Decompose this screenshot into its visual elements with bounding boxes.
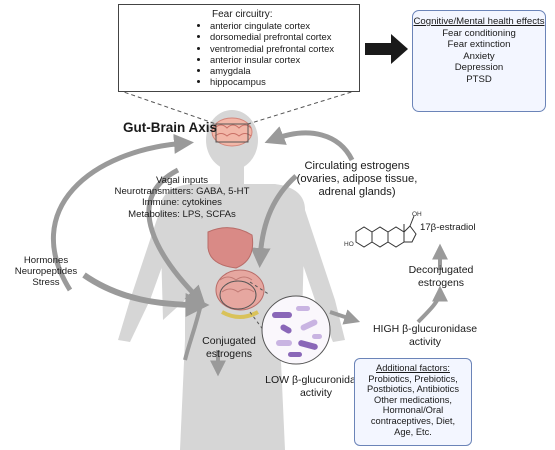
additional-factor-line: Postbiotics, Antibiotics [367, 384, 459, 395]
fear-circuitry-title: Fear circuitry: [212, 9, 273, 20]
gut-organs [207, 227, 265, 319]
fear-circuitry-list: anterior cingulate cortex dorsomedial pr… [196, 20, 334, 88]
arrow-hormones-to-gut [82, 272, 210, 317]
cognitive-effect-item: Depression [454, 62, 504, 73]
vagal-line: Metabolites: LPS, SCFAs [128, 208, 236, 220]
microbiome-circle [261, 295, 331, 365]
arrow-microbe-to-high [329, 309, 361, 325]
vagal-inputs-text: Vagal inputs Neurotransmitters: GABA, 5-… [102, 175, 262, 220]
microbe-zoom-line-bottom [249, 311, 279, 351]
arrow-circulating-to-brain [264, 126, 355, 162]
circulating-line: Circulating estrogens [304, 160, 410, 172]
fear-region-item: ventromedial prefrontal cortex [210, 43, 334, 54]
vagal-line: Neurotransmitters: GABA, 5-HT [114, 186, 250, 198]
estradiol-oh-label: OH [412, 211, 422, 218]
zoom-line-left [117, 89, 217, 125]
hormones-line: Neuropeptides [14, 266, 78, 278]
cognitive-effect-item: PTSD [466, 73, 492, 85]
arrow-circulating-to-gut [250, 174, 298, 268]
additional-factor-line: Age, Etc. [394, 426, 432, 437]
arrow-gut-to-brain-left [50, 133, 194, 292]
zoom-line-right [247, 89, 359, 125]
gut-brain-axis-title: Gut-Brain Axis [123, 120, 218, 135]
circulating-line: (ovaries, adipose tissue, [296, 173, 418, 186]
cognitive-effect-item: Fear conditioning [442, 27, 516, 39]
conjugated-line: Conjugated [202, 335, 256, 347]
cognitive-effects-title: Cognitive/Mental health effects [413, 16, 545, 27]
high-glucuronidase-text: HIGH β-glucuronidase activity [355, 323, 495, 348]
circulating-estrogens-text: Circulating estrogens (ovaries, adipose … [282, 160, 432, 200]
high-activity-line: activity [408, 335, 442, 348]
cognitive-effect-item: Fear extinction [447, 39, 511, 50]
additional-factor-line: Other medications, [373, 394, 453, 405]
deconjugated-line: Deconjugated [408, 264, 474, 276]
hormones-line: Stress [32, 277, 60, 289]
circulating-line: adrenal glands) [318, 186, 396, 199]
microbe-zoom-line-top [249, 281, 271, 296]
arrow-brain-to-gut-left [146, 167, 206, 306]
additional-factor-line: Probiotics, Prebiotics, [368, 373, 458, 384]
high-activity-line: HIGH β-glucuronidase [372, 323, 478, 335]
estradiol-ho-label: HO [344, 241, 354, 248]
fear-region-item: hippocampus [210, 76, 334, 87]
deconjugated-estrogens-text: Deconjugated estrogens [386, 264, 496, 289]
hormones-text: Hormones Neuropeptides Stress [6, 255, 86, 289]
arrow-left-gut-curve [183, 299, 204, 361]
estradiol-label: 17β-estradiol [420, 222, 476, 233]
arrow-high-to-deconjugated [416, 285, 448, 324]
brain-focus-box [215, 123, 249, 143]
brain-illustration [211, 117, 253, 147]
estradiol-structure [355, 215, 417, 248]
additional-factor-line: Hormonal/Oral [382, 405, 444, 416]
fear-region-item: dorsomedial prefrontal cortex [210, 31, 334, 42]
vagal-line: Vagal inputs [155, 175, 209, 186]
low-glucuronidase-text: LOW β-glucuronidase activity [246, 374, 386, 399]
fear-region-item: anterior insular cortex [210, 54, 334, 65]
fear-region-item: amygdala [210, 65, 334, 76]
cognitive-effects-box: Cognitive/Mental health effects Fear con… [412, 10, 546, 112]
low-activity-line: activity [299, 386, 333, 399]
conjugated-estrogens-text: Conjugated estrogens [194, 335, 264, 360]
low-activity-line: LOW β-glucuronidase [265, 374, 367, 386]
black-arrow-to-cognitive [365, 34, 408, 64]
hormones-line: Hormones [23, 255, 69, 266]
gut-zoom-ring [219, 280, 257, 310]
vagal-line: Immune: cytokines [142, 197, 222, 209]
fear-region-item: anterior cingulate cortex [210, 20, 334, 31]
additional-factor-line: contraceptives, Diet, [370, 415, 456, 426]
conjugated-line: estrogens [205, 347, 253, 360]
cognitive-effect-item: Anxiety [463, 50, 495, 62]
deconjugated-line: estrogens [417, 276, 465, 289]
additional-factors-title: Additional factors: [376, 363, 450, 373]
fear-circuitry-box [118, 4, 360, 92]
additional-factors-box: Additional factors: Probiotics, Prebioti… [354, 358, 472, 446]
